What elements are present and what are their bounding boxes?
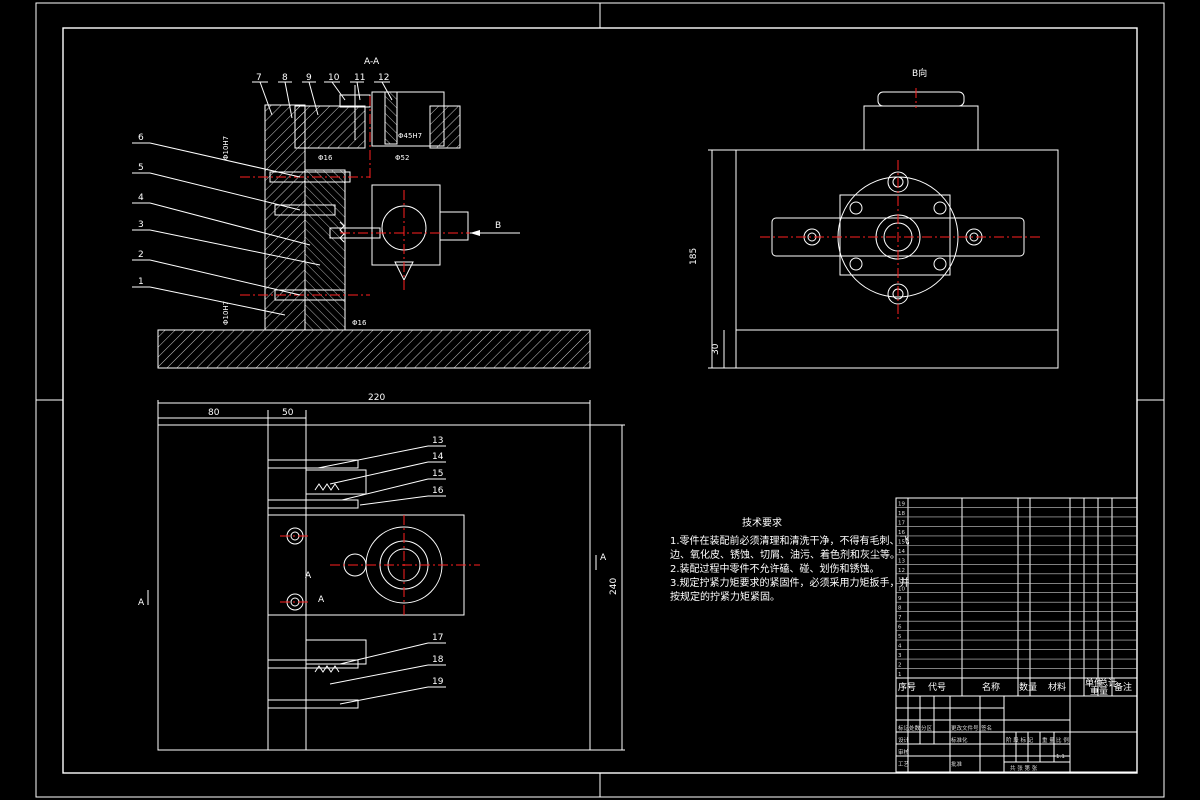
callout-18: 18 [432, 655, 444, 665]
cut-label-right: A [600, 553, 607, 563]
sign-header-sign: 签名 [981, 724, 992, 732]
svg-text:Φ10H7: Φ10H7 [222, 301, 230, 325]
dim-185: 185 [689, 248, 699, 265]
callout-19: 19 [432, 677, 444, 687]
parts-row-number: 8 [898, 606, 902, 612]
dim-50: 50 [282, 408, 294, 418]
tech-line-5: 按规定的拧紧力矩紧固。 [670, 590, 780, 603]
tech-line-3: 2.装配过程中零件不允许磕、碰、划伤和锈蚀。 [670, 562, 880, 575]
tech-line-4: 3.规定拧紧力矩要求的紧固件，必须采用力矩扳手，并 [670, 576, 910, 589]
col-remark: 备注 [1114, 681, 1132, 693]
title-block: 标记 设计 审核 工艺 处数 分区 更改文件号 签名 标准化 批准 阶 段 标 … [895, 695, 1138, 773]
tech-title: 技术要求 [742, 516, 782, 529]
view-b-label: B向 [912, 67, 927, 79]
section-label: A-A [364, 57, 380, 67]
cut-label-mid2: A [318, 595, 325, 605]
col-no: 序号 [898, 681, 916, 693]
col-material: 材料 [1048, 681, 1066, 693]
callout-17: 17 [432, 633, 443, 643]
sign-mark: 标记 [898, 724, 910, 732]
sign-header-zone: 分区 [921, 724, 933, 732]
callout-5: 5 [138, 163, 144, 173]
callout-10: 10 [328, 73, 340, 83]
parts-row-number: 4 [898, 644, 902, 650]
callout-2: 2 [138, 250, 144, 260]
dim-220: 220 [368, 393, 385, 403]
tech-line-1: 1.零件在装配前必须清理和清洗干净，不得有毛刺、飞 [670, 534, 910, 547]
sign-header-doc: 更改文件号 [951, 724, 979, 732]
col-weight: 重量 [1090, 685, 1108, 697]
parts-row-number: 5 [898, 634, 902, 640]
parts-row-number: 11 [898, 577, 905, 583]
parts-row-number: 1 [898, 672, 902, 678]
callout-1: 1 [138, 277, 144, 287]
scale-value: 1:1 [1056, 754, 1065, 760]
sign-review: 审核 [898, 748, 910, 756]
drawing-frame [35, 2, 1165, 798]
scale-label: 比 例 [1056, 736, 1069, 744]
parts-row-number: 9 [898, 596, 902, 602]
callouts-left: 6 5 4 3 2 1 [132, 133, 321, 316]
svg-text:Φ52: Φ52 [395, 154, 409, 162]
col-name: 名称 [982, 681, 1000, 693]
callout-12: 12 [378, 73, 389, 83]
col-unit: 单件 [1085, 677, 1103, 689]
callout-7: 7 [256, 73, 262, 83]
dim-30: 30 [711, 343, 721, 355]
callout-14: 14 [432, 452, 444, 462]
callout-15: 15 [432, 469, 443, 479]
parts-row-number: 14 [898, 549, 905, 555]
col-code: 代号 [928, 682, 946, 693]
weight-label: 重 量 [1042, 736, 1055, 744]
view-b: B向 185 30 [689, 67, 1059, 369]
section-view-a-a: A-A Φ10H7 Φ10H7 Φ45H7 [157, 57, 591, 369]
svg-text:Φ10H7: Φ10H7 [222, 136, 230, 160]
callout-9: 9 [306, 73, 312, 83]
callout-8: 8 [282, 73, 288, 83]
parts-row-number: 17 [898, 520, 905, 526]
callout-6: 6 [138, 133, 144, 143]
parts-row-number: 12 [898, 568, 905, 574]
callout-4: 4 [138, 193, 144, 203]
sign-process: 工艺 [898, 761, 910, 768]
parts-row-number: 18 [898, 511, 905, 517]
callouts-right: 13 14 15 16 17 18 19 [317, 436, 446, 705]
approve-label: 批准 [951, 760, 963, 768]
technical-requirements: 技术要求 1.零件在装配前必须清理和清洗干净，不得有毛刺、飞 边、氧化皮、锈蚀、… [670, 516, 910, 603]
parts-list: 19 18 17 16 15 14 13 12 11 10 9 8 7 6 5 4 3 2 1 序号 代号 名称 数… [895, 497, 1138, 697]
parts-row-number: 2 [898, 663, 902, 669]
dim-240: 240 [609, 578, 619, 595]
parts-row-number: 16 [898, 530, 905, 536]
parts-row-number: 3 [898, 653, 902, 659]
sign-design: 设计 [898, 736, 910, 744]
callout-3: 3 [138, 220, 144, 230]
sign-header-count: 处数 [909, 724, 921, 732]
svg-text:Φ16: Φ16 [352, 319, 367, 327]
cut-label-left: A [138, 598, 145, 608]
plan-view: 220 80 50 240 A A A A [138, 393, 625, 751]
cut-label-mid1: A [305, 571, 312, 581]
callout-16: 16 [432, 486, 444, 496]
dim-80: 80 [208, 408, 220, 418]
tech-line-2: 边、氧化皮、锈蚀、切屑、油污、着色剂和灰尘等。 [670, 548, 900, 561]
parts-row-number: 6 [898, 625, 902, 631]
stage-label: 阶 段 标 记 [1006, 736, 1034, 744]
parts-row-number: 10 [898, 587, 905, 593]
svg-text:Φ45H7: Φ45H7 [398, 132, 422, 140]
col-qty: 数量 [1019, 681, 1037, 693]
parts-row-number: 15 [898, 539, 905, 545]
callout-13: 13 [432, 436, 443, 446]
callouts-top: 7 8 9 10 11 12 [252, 73, 393, 119]
sheet-info: 共 张 第 张 [1010, 764, 1038, 772]
callout-11: 11 [354, 73, 365, 83]
arrow-b-label: B [495, 221, 501, 231]
svg-text:Φ16: Φ16 [318, 154, 333, 162]
col-total: 总计 [1099, 677, 1117, 689]
std-label: 标准化 [951, 736, 968, 744]
parts-row-number: 19 [898, 501, 905, 507]
parts-row-number: 13 [898, 558, 905, 564]
parts-row-number: 7 [898, 615, 902, 621]
